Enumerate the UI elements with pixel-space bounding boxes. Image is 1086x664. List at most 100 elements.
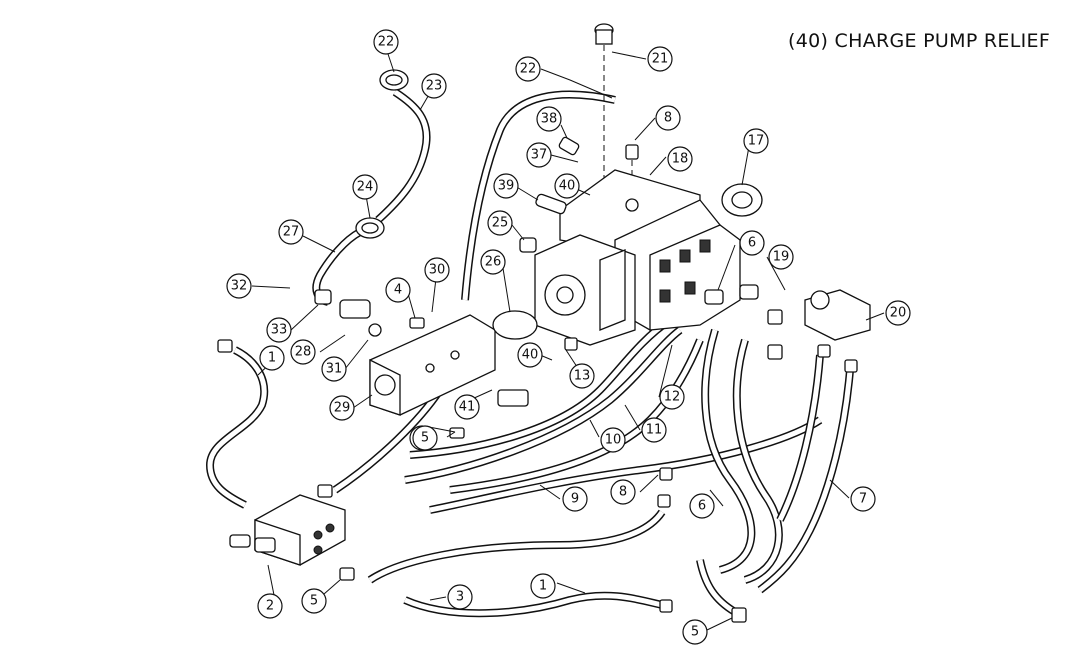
callout-circle	[352, 174, 378, 200]
callout-label: 39	[498, 179, 515, 194]
hose-1-left	[205, 346, 269, 509]
pump-housing	[534, 234, 636, 346]
callout-circle	[554, 173, 580, 199]
callout-label: 40	[559, 179, 576, 194]
callout-label: 40	[522, 348, 539, 363]
callout-circle	[424, 257, 450, 283]
callout-balloon: 2	[257, 593, 283, 619]
callout-circle	[659, 384, 685, 410]
callout-balloon: 13	[569, 363, 595, 389]
fitting-21	[594, 23, 614, 45]
callout-label: 7	[859, 492, 867, 507]
callout-balloon: 4	[385, 277, 411, 303]
callout-balloon: 19	[768, 244, 794, 270]
callout-circle	[655, 105, 681, 131]
callout-label: 20	[890, 306, 907, 321]
callout-label: 5	[310, 594, 318, 609]
callout-circle	[266, 317, 292, 343]
callout-circle	[885, 300, 911, 326]
callout-circle	[739, 230, 765, 256]
callout-circle	[493, 173, 519, 199]
callout-circle	[226, 273, 252, 299]
callout-balloon: 5	[682, 619, 708, 645]
callout-balloon: 9	[562, 486, 588, 512]
callout-balloon: 41	[454, 394, 480, 420]
callout-balloon: 3	[447, 584, 473, 610]
callout-label: 26	[485, 255, 502, 270]
callout-balloon: 33	[266, 317, 292, 343]
callout-balloon: 37	[526, 142, 552, 168]
callout-circle	[517, 342, 543, 368]
callout-label: 18	[672, 152, 689, 167]
callout-balloon: 12	[659, 384, 685, 410]
callout-circle	[743, 128, 769, 154]
callout-circle	[290, 339, 316, 365]
callout-label: 6	[748, 236, 756, 251]
callout-label: 8	[664, 111, 672, 126]
cap-17	[721, 183, 763, 217]
callout-circle	[480, 249, 506, 275]
callout-circle	[610, 479, 636, 505]
callout-label: 25	[492, 216, 509, 231]
callout-circle	[487, 210, 513, 236]
callout-balloon: 27	[278, 219, 304, 245]
callout-label: 41	[459, 400, 476, 415]
callout-label: 13	[574, 369, 591, 384]
callout-label: 17	[748, 134, 765, 149]
callout-circle	[689, 493, 715, 519]
callout-circle	[515, 56, 541, 82]
callout-circle	[278, 219, 304, 245]
callout-balloon: 40	[517, 342, 543, 368]
callout-circle	[301, 588, 327, 614]
callout-label: 33	[271, 323, 288, 338]
callout-label: 22	[520, 62, 537, 77]
callout-label: 38	[541, 112, 558, 127]
callout-balloon: 17	[743, 128, 769, 154]
callout-label: 2	[266, 599, 274, 614]
callout-balloon: 40	[554, 173, 580, 199]
callout-label: 21	[652, 52, 669, 67]
callout-circle	[641, 417, 667, 443]
callout-balloon: 22	[515, 56, 541, 82]
callout-label: 3	[456, 590, 464, 605]
callout-circle	[682, 619, 708, 645]
callout-circle	[600, 427, 626, 453]
callout-label: 5	[691, 625, 699, 640]
callout-label: 32	[231, 279, 248, 294]
callout-label: 28	[295, 345, 312, 360]
callout-balloon: 26	[480, 249, 506, 275]
callout-circle	[562, 486, 588, 512]
callout-balloon: 11	[641, 417, 667, 443]
callout-circle	[447, 584, 473, 610]
callout-balloon: 5	[301, 588, 327, 614]
hose-6b	[732, 338, 783, 584]
callout-circle	[768, 244, 794, 270]
callout-label: 4	[394, 283, 402, 298]
callout-balloon: 32	[226, 273, 252, 299]
callout-label: 1	[268, 351, 276, 366]
callout-circle	[421, 73, 447, 99]
callout-label: 9	[571, 492, 579, 507]
callout-circle	[569, 363, 595, 389]
callout-balloon: 1	[530, 573, 556, 599]
callout-balloon: 8	[610, 479, 636, 505]
callout-circle	[454, 394, 480, 420]
gear-pump-29	[369, 314, 496, 416]
callout-circle	[412, 425, 438, 451]
callout-label: 8	[619, 485, 627, 500]
callout-label: 22	[378, 35, 395, 50]
callout-balloon: 21	[647, 46, 673, 72]
callout-label: 5	[421, 431, 429, 446]
callout-circle	[526, 142, 552, 168]
valve-body-18	[559, 169, 741, 331]
callout-balloon: 28	[290, 339, 316, 365]
callout-circle	[667, 146, 693, 172]
callout-label: 1	[539, 579, 547, 594]
callout-label: 6	[698, 499, 706, 514]
callout-balloon: 10	[600, 427, 626, 453]
callout-circle	[536, 106, 562, 132]
callout-circle	[329, 395, 355, 421]
callout-label: 12	[664, 390, 681, 405]
